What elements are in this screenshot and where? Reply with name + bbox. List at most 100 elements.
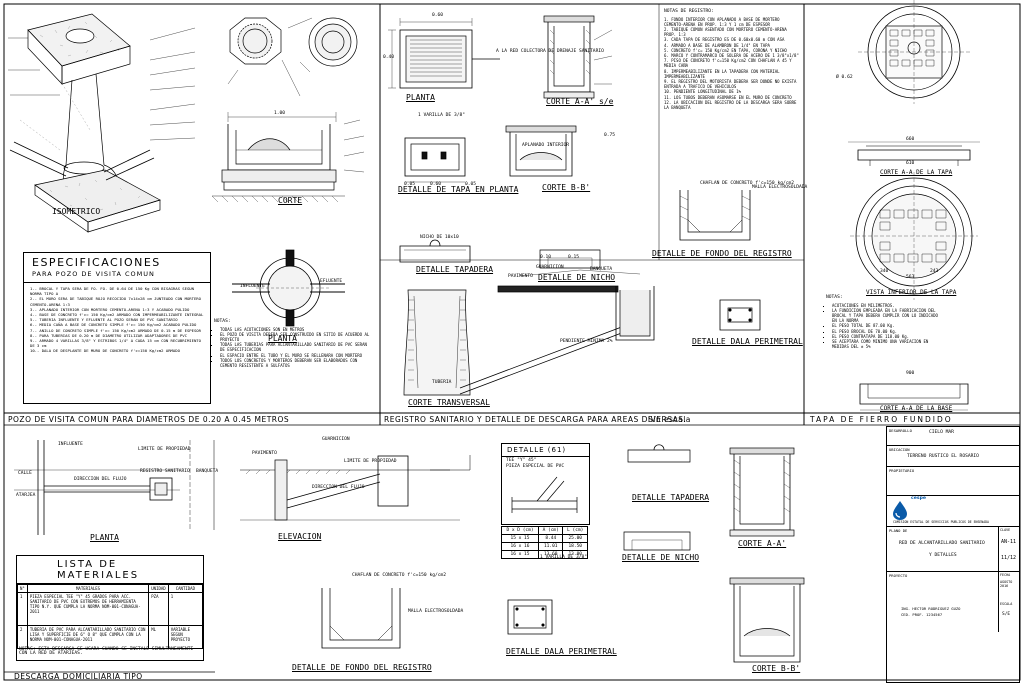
- table-cell: 16 x 16: [501, 542, 539, 551]
- dim-340: 340: [880, 269, 889, 274]
- view-vista-tapa: VISTA INFERIOR DE LA TAPA: [866, 289, 957, 296]
- descarga-elevacion: [240, 455, 471, 521]
- table-cell: 16 x 15: [501, 550, 539, 559]
- materials-cell: 2: [17, 625, 28, 649]
- table-cell: 13.60: [537, 550, 564, 559]
- detalle-tapadera: [399, 239, 471, 263]
- view-corte-bb: CORTE B-B': [542, 183, 591, 192]
- notes-pozo-title: NOTAS:: [214, 319, 231, 324]
- tb-propietario-label: PROPIETARIO: [889, 468, 915, 473]
- tb-desarrollo: CIELO MAR: [929, 430, 954, 435]
- materials-box: LISTA DE MATERIALES N° MATERIALES UNIDAD…: [16, 555, 204, 661]
- table-cell: 15 x 15: [501, 534, 539, 543]
- dim-060-b: 0.60: [430, 182, 442, 187]
- label-varilla: 1 VARILLA DE 3/8": [418, 113, 466, 118]
- dim-040: 0.40: [383, 55, 395, 60]
- corte-aa-b: [729, 447, 795, 537]
- det-nicho-b: [623, 531, 691, 551]
- detalle-nicho: [539, 249, 601, 269]
- tapa-plan-circle: [858, 0, 970, 104]
- detalle-61-title: DETALLE (61): [502, 444, 589, 457]
- view-detalle-tapadera-b: DETALLE TAPADERA: [632, 493, 710, 502]
- label-malla: MALLA ELECTROSOLDADA: [752, 185, 808, 190]
- notes-registro-title: NOTAS DE REGISTRO:: [664, 9, 714, 14]
- dim-010: 0.10: [540, 255, 552, 260]
- specs-subtitle: PARA POZO DE VISITA COMUN: [24, 269, 210, 283]
- caption-scale: Sin escala: [648, 415, 691, 424]
- tapa-planta: [404, 137, 466, 183]
- company-logo: cespe: [911, 496, 926, 501]
- note-item: ACOTACIONES EN MILIMETROS.: [832, 303, 944, 308]
- materials-cell: 1: [167, 592, 204, 626]
- label-malla-b: MALLA ELECTROSOLDADA: [408, 609, 464, 614]
- table-row: 2 TUBERIA DE PVC PARA ALCANTARILLADO SAN…: [17, 625, 204, 649]
- tb-sheet-label: CLAVE: [1000, 528, 1011, 532]
- note-item: 11. LOS TUBOS DEBERAN ASOMARSE EN EL MUR…: [664, 94, 792, 100]
- label-banqueta-b: BANQUETA: [196, 469, 219, 474]
- notes-registro: NOTAS DE REGISTRO: 1. FONDO INTERIOR CON…: [664, 9, 800, 111]
- note-item: EL POZO DE VISITA DEBERA SER CONSTRUIDO …: [220, 332, 374, 342]
- view-planta-descarga: PLANTA: [90, 533, 119, 542]
- note-item: 4. ARMADO A BASE DE ALAMBRON DE 1/4" EN …: [664, 42, 770, 48]
- tb-plano-label: PLANO DE: [889, 528, 908, 533]
- dim-900: 900: [906, 371, 915, 376]
- label-chaflan-b: CHAFLAN DE CONCRETO f'c=150 kg/cm2: [352, 573, 447, 578]
- view-planta: PLANTA: [268, 334, 297, 343]
- tapa-section: [848, 141, 980, 166]
- tb-ubicacion: TERRENO RUSTICO EL ROSARIO: [907, 454, 979, 459]
- label-aplanado: APLANADO INTERIOR: [522, 143, 570, 148]
- table-cell: D x D (cm): [501, 526, 539, 535]
- note-item: TODAS LAS TUBERIAS PARA ALCANTARILLADO S…: [220, 342, 374, 352]
- tb-plano-row: PLANO DE RED DE ALCANTARILLADO SANITARIO…: [887, 527, 1019, 572]
- materials-cell: VARIABLE SEGUN PROYECTO: [167, 625, 204, 649]
- view-detalle-dala-b: DETALLE DALA PERIMETRAL: [506, 647, 617, 656]
- materials-cell: TUBERIA DE PVC PARA ALCANTARILLADO SANIT…: [26, 625, 150, 649]
- tb-responsable: ING. HECTOR RODRIGUEZ GUZO: [901, 606, 961, 611]
- note-item: 12. LA UBICACION DEL REGISTRO DE LA DESC…: [664, 99, 797, 111]
- spec-item: 6.- MEDIA CAÑA A BASE DE CONCRETO SIMPLE…: [30, 322, 197, 328]
- tb-escala-label: ESCALA: [1000, 602, 1013, 606]
- spec-item: 1.- BROCAL Y TAPA SERA DE FO. FO. DE 0.6…: [30, 286, 194, 297]
- spec-item: 8.- PARA TUBERIAS DE 0.20 m DE DIAMETRO …: [30, 332, 187, 338]
- view-corte-transversal: CORTE TRANSVERSAL: [408, 398, 490, 407]
- detalle-61-subtitle: TEE "Y" 45°: [506, 458, 537, 463]
- table-cell: A (cm): [537, 526, 564, 535]
- view-detalle-tapa-planta: DETALLE DE TAPA EN PLANTA: [398, 185, 519, 194]
- tb-sheet-code: AN-11: [1001, 539, 1017, 545]
- spec-item: 5.- TUBERIA INFLUENTE Y EFLUENTE AL POZO…: [30, 317, 178, 323]
- tb-escala: S/E: [1002, 612, 1011, 617]
- tb-desarrollo-label: DESARROLLO: [889, 428, 912, 433]
- note-item: EL ESPACIO ENTRE EL TUBO Y EL MURO SE RE…: [220, 353, 374, 358]
- tb-company-row: cespe COMISION ESTATAL DE SERVICIOS PUBL…: [887, 496, 1019, 527]
- tb-proyecto-label: PROYECTO: [889, 573, 908, 578]
- tb-propietario-row: PROPIETARIO: [887, 467, 1019, 496]
- caption-descarga-domiciliaria: DESCARGA DOMICILIARIA TIPO: [14, 672, 143, 681]
- dim-075: 0.75: [604, 133, 616, 138]
- caption-tapa-fierro: TAPA DE FIERRO FUNDIDO: [810, 415, 953, 424]
- note-item: LA FUNDICION EMPLEADA EN LA FABRICACION …: [832, 308, 944, 324]
- label-guarnicion: GUARNICION: [536, 265, 564, 270]
- note-item: TODOS LOS CONCRETOS Y MORTEROS DEBERAN S…: [220, 358, 374, 368]
- label-influente-b: INFLUENTE: [58, 442, 83, 447]
- label-limite-propiedad: LIMITE DE PROPIEDAD: [138, 447, 191, 452]
- dim-015: 0.15: [568, 255, 580, 260]
- label-nicho: NICHO DE 10x10: [420, 235, 459, 240]
- dim-060: 0.60: [432, 13, 444, 18]
- dim-563: 563: [906, 275, 915, 280]
- tb-sheet-cell: CLAVE AN-11 11/12: [998, 527, 1019, 571]
- materials-cell: PZA: [148, 592, 169, 626]
- notes-tapa: NOTAS: ACOTACIONES EN MILIMETROS. LA FUN…: [826, 295, 944, 349]
- view-corte-bb-b: CORTE B-B': [752, 664, 801, 673]
- label-tuberia: TUBERIA: [432, 380, 452, 385]
- tb-cedula: CED. PROF. 1234567: [901, 612, 943, 617]
- materials-table: N° MATERIALES UNIDAD CANTIDAD 1 PIEZA ES…: [17, 584, 204, 649]
- tb-ubicacion-row: UBICACION TERRENO RUSTICO EL ROSARIO: [887, 446, 1019, 467]
- tb-plano: RED DE ALCANTARILLADO SANITARIO: [899, 541, 985, 546]
- notes-tapa-title: NOTAS:: [826, 295, 843, 300]
- view-isometrico: ISOMETRICO: [52, 207, 101, 216]
- table-cell: 18.50: [562, 542, 588, 551]
- table-row: D x D (cm)A (cm)L (cm): [501, 526, 588, 535]
- view-corte-aa-b: CORTE A-A': [738, 539, 787, 548]
